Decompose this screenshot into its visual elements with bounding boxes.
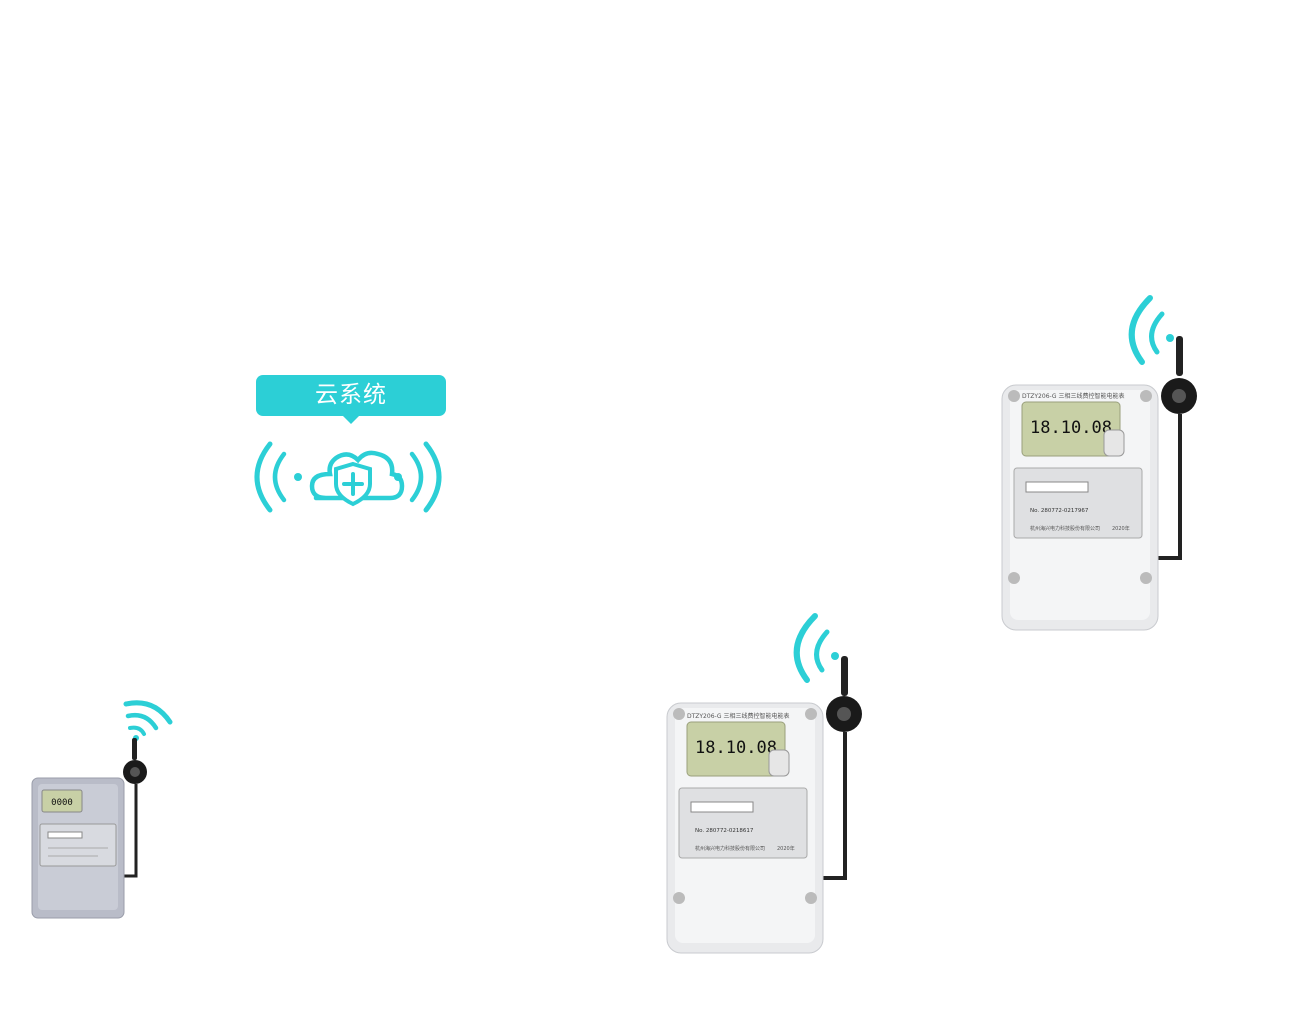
cloud-shield-wireless-icon [254,441,442,513]
cloud-system-label: 云系统 [256,375,446,424]
meter-display-reading: 0000 [51,798,73,808]
meter-model-label: DTZY206-G 三相三线费控智能电能表 [687,712,789,720]
meter-maker: 杭州海兴电力科技股份有限公司 [695,845,765,852]
meter-display-reading: 18.10.08 [695,738,777,758]
wifi-signal-icon [793,613,830,683]
smart-meter-top-right: 18.10.08 DTZY206-G 三相三线费控智能电能表 No. 28077… [1000,290,1200,635]
smart-meter-bottom-center: 18.10.08 DTZY206-G 三相三线费控智能电能表 No. 28077… [665,608,865,958]
wifi-signal-icon [123,700,173,736]
smart-meter-bottom-left: 0000 [28,692,178,927]
meter-serial: No. 280772-0217967 [1030,508,1089,514]
meter-serial: No. 280772-0218617 [695,828,754,834]
wifi-signal-icon [1128,295,1165,365]
meter-year: 2020年 [1112,525,1130,532]
meter-display-reading: 18.10.08 [1030,418,1112,438]
meter-model-label: DTZY206-G 三相三线费控智能电能表 [1022,392,1124,400]
meter-maker: 杭州海兴电力科技股份有限公司 [1030,525,1100,532]
meter-year: 2020年 [777,845,795,852]
